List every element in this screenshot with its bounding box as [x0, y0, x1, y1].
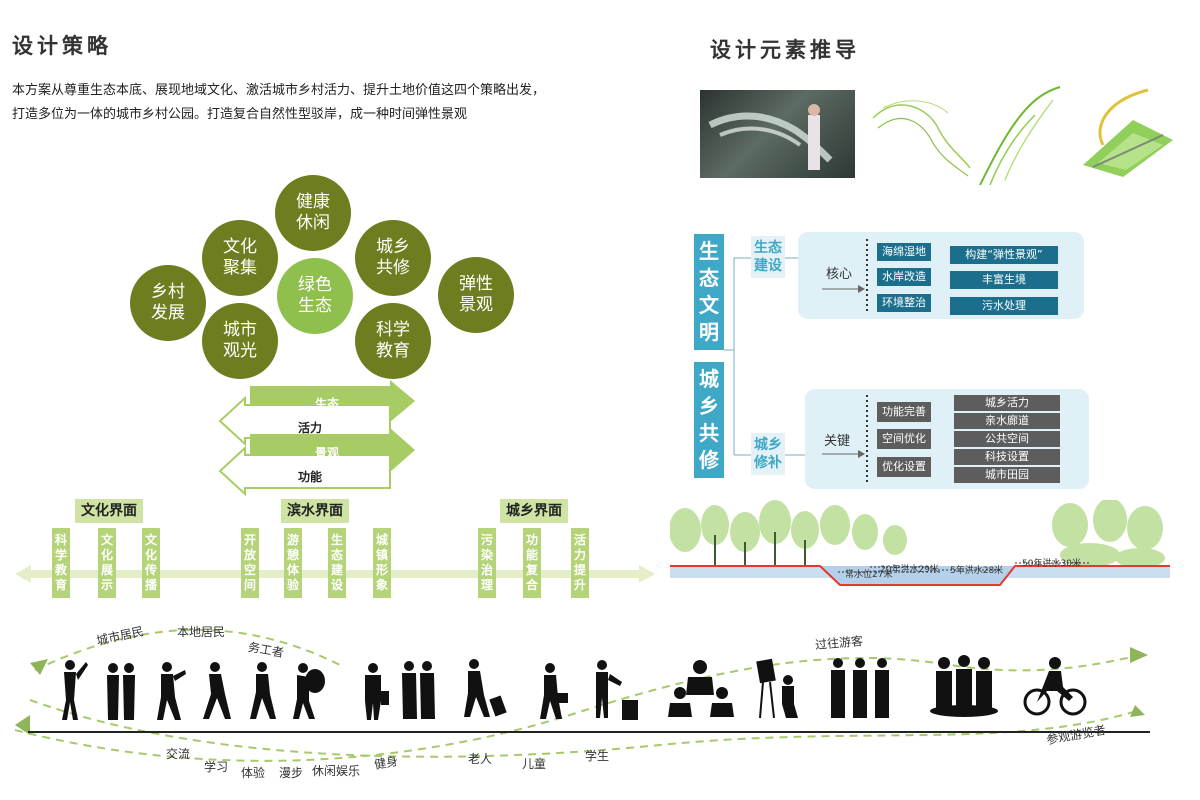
- circle-label: 城乡共修: [376, 237, 410, 278]
- key-label: 关键: [824, 434, 851, 449]
- key-tag-2: 空间优化: [877, 429, 931, 449]
- key-tag-1: 功能完善: [877, 402, 931, 422]
- circle-culture: 文化聚集: [202, 220, 278, 296]
- key-tag-3: 优化设置: [877, 457, 931, 477]
- label-leisure: 休闲娱乐: [312, 764, 361, 778]
- circle-green-eco: 绿色生态: [277, 258, 353, 334]
- core-tag-2: 水岸改造: [877, 268, 931, 286]
- circle-health: 健康休闲: [275, 175, 351, 251]
- core-result-3: 污水处理: [950, 297, 1058, 315]
- circle-label: 弹性景观: [459, 274, 493, 315]
- circle-rural-dev: 乡村发展: [130, 265, 206, 341]
- core-tag-1: 海绵湿地: [877, 243, 931, 261]
- vtag-4: 开放空间: [241, 528, 259, 598]
- circle-label: 科学教育: [376, 320, 410, 361]
- core-dots: [866, 239, 868, 314]
- sub-label-eco-build: 生态建设: [751, 236, 785, 278]
- vtag-1: 科学教育: [52, 528, 70, 598]
- tree-trunks: [714, 532, 806, 566]
- core-result-1: 构建“弹性景观”: [950, 246, 1058, 264]
- circle-label: 乡村发展: [151, 282, 185, 323]
- vtag-9: 功能复合: [523, 528, 541, 598]
- flow-arrowhead-right-bottom: [1130, 705, 1145, 717]
- vtag-7: 城镇形象: [373, 528, 391, 598]
- big-label-eco-civilization: 生态文明: [694, 234, 724, 350]
- trees-right: [1052, 500, 1165, 568]
- arrow-left-vitality: [218, 395, 391, 447]
- right-title: 设计元素推导: [710, 38, 860, 62]
- label-elderly: 老人: [468, 752, 493, 766]
- vtag-3: 文化传播: [142, 528, 160, 598]
- circle-urban-rural: 城乡共修: [355, 220, 431, 296]
- water-level-normal: 常水位27米: [845, 570, 893, 580]
- water-level-5yr: 5年洪水28米: [950, 566, 1004, 576]
- key-result-5: 城市田园: [954, 467, 1060, 483]
- opera-figure: [708, 104, 833, 170]
- intro-line-1: 本方案从尊重生态本底、展现地域文化、激活城市乡村活力、提升土地价值这四个策略出发…: [12, 83, 546, 98]
- water-level-50yr: 50年洪水30米: [1022, 559, 1081, 569]
- landform-sketch: [1083, 88, 1173, 177]
- people-flow: [14, 628, 1150, 762]
- circle-label: 城市观光: [223, 320, 257, 361]
- core-result-2: 丰富生境: [950, 271, 1058, 289]
- circle-label: 文化聚集: [223, 237, 257, 278]
- label-study: 学习: [204, 760, 229, 774]
- core-tag-3: 环境整治: [877, 294, 931, 312]
- trees-left: [670, 500, 907, 555]
- intro-line-2: 打造多位为一体的城市乡村公园。打造复合自然性型驳岸，成一种时间弹性景观: [12, 107, 468, 122]
- circle-science: 科学教育: [355, 303, 431, 379]
- label-children: 儿童: [522, 757, 547, 771]
- label-local-resident: 本地居民: [177, 625, 226, 639]
- flow-curve-bottom: [29, 699, 1141, 758]
- core-arrow: [822, 285, 865, 293]
- flood-line: [670, 565, 1170, 586]
- flow-arrowhead-left-bottom: [15, 715, 30, 735]
- interface-culture: 文化界面: [75, 499, 143, 523]
- flow-curve-top-left: [34, 628, 341, 671]
- key-result-3: 公共空间: [954, 431, 1060, 447]
- label-exchange: 交流: [166, 747, 191, 761]
- arrow-label-landscape: 景观: [314, 446, 339, 460]
- interface-urban-rural: 城乡界面: [500, 499, 568, 523]
- key-result-1: 城乡活力: [954, 395, 1060, 411]
- river-channel: [820, 566, 1015, 585]
- arrow-label-eco: 生态: [314, 397, 339, 411]
- label-experience: 体验: [241, 766, 266, 780]
- water-level-20yr: 20年洪水29米: [880, 565, 939, 575]
- arrow-label-vitality: 活力: [297, 421, 322, 435]
- arrow-label-function: 功能: [297, 470, 322, 484]
- vtag-2: 文化展示: [98, 528, 116, 598]
- strategy-arrows: [218, 380, 415, 497]
- key-result-4: 科技设置: [954, 449, 1060, 465]
- silhouettes: [62, 655, 1087, 720]
- flow-arrowhead-right-top: [1130, 647, 1148, 663]
- circle-resilient: 弹性景观: [438, 257, 514, 333]
- circle-label: 绿色生态: [298, 275, 332, 316]
- key-result-2: 亲水廊道: [954, 413, 1060, 429]
- label-stroll: 漫步: [279, 766, 304, 780]
- vtag-5: 游憩体验: [284, 528, 302, 598]
- core-label: 核心: [826, 267, 853, 282]
- ribbon-sketch-2: [979, 86, 1061, 186]
- vtag-8: 污染治理: [478, 528, 496, 598]
- interface-waterfront: 滨水界面: [281, 499, 349, 523]
- label-students: 学生: [585, 749, 610, 763]
- sub-label-urban-repair: 城乡修补: [751, 433, 785, 475]
- big-label-urban-rural-repair: 城乡共修: [694, 362, 724, 478]
- circle-city-tour: 城市观光: [202, 303, 278, 379]
- ribbon-sketch-1: [872, 100, 971, 177]
- vtag-10: 活力提升: [571, 528, 589, 598]
- circle-label: 健康休闲: [296, 192, 330, 233]
- opera-photo: [700, 90, 855, 178]
- vtag-6: 生态建设: [328, 528, 346, 598]
- key-arrow: [822, 450, 865, 458]
- river-section: [670, 500, 1170, 586]
- intro-text: 本方案从尊重生态本底、展现地域文化、激活城市乡村活力、提升土地价值这四个策略出发…: [12, 79, 662, 127]
- left-title: 设计策略: [12, 34, 112, 58]
- key-dots: [866, 395, 868, 483]
- arrow-left-function: [218, 445, 391, 497]
- flow-arrowhead-left: [30, 659, 48, 675]
